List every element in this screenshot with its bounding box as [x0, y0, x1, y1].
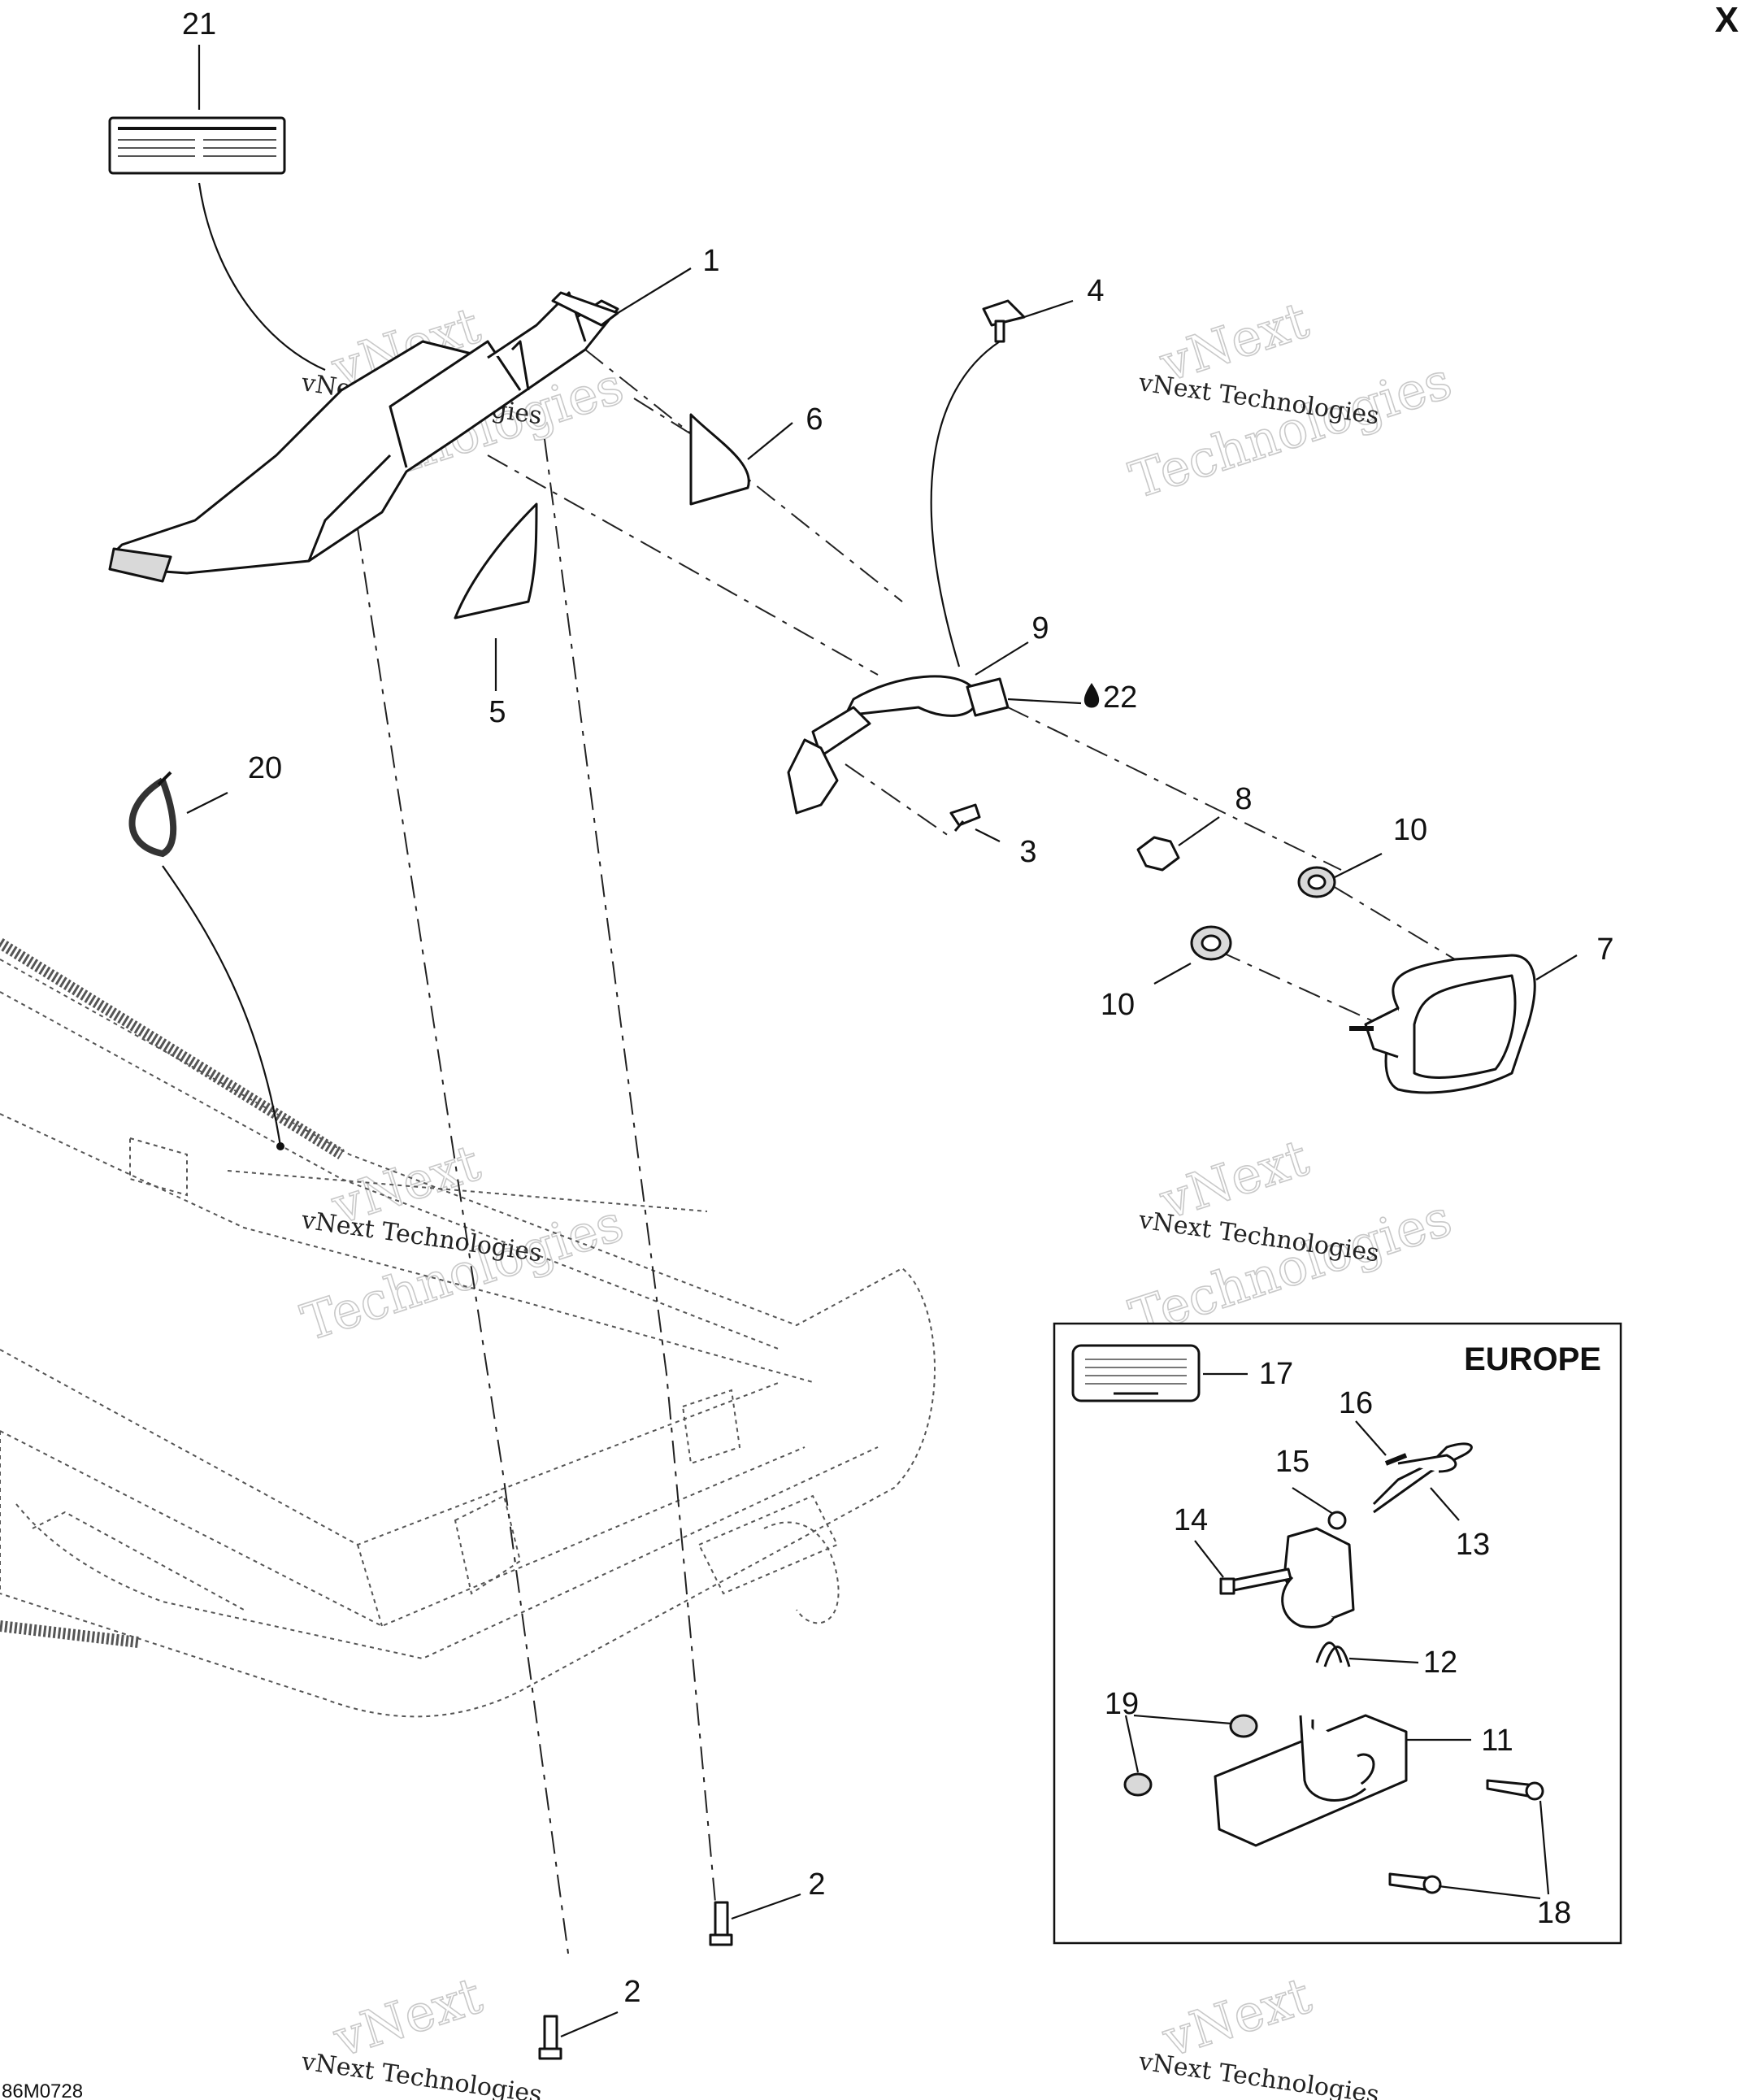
callout-19: 19 — [1105, 1687, 1139, 1721]
screw-3-icon — [949, 803, 981, 832]
bolt-14-icon — [1219, 1567, 1292, 1595]
callout-18: 18 — [1537, 1896, 1571, 1930]
callout-15: 15 — [1275, 1445, 1309, 1479]
callout-16: 16 — [1339, 1386, 1373, 1420]
taillight-7-icon — [1349, 954, 1536, 1094]
callout-17: 17 — [1259, 1357, 1293, 1391]
callout-13: 13 — [1456, 1528, 1490, 1562]
connector-4-icon — [982, 299, 1026, 343]
callout-5: 5 — [489, 695, 506, 729]
callout-10-top: 10 — [1393, 813, 1427, 847]
bolt-18-bottom-icon — [1388, 1872, 1442, 1894]
svg-text:vNext Technologies: vNext Technologies — [1136, 2047, 1381, 2100]
europe-label: EUROPE — [1464, 1341, 1601, 1377]
grommet-10-top-icon — [1297, 866, 1336, 898]
callout-9: 9 — [1031, 611, 1049, 646]
drawing-code: 86M0728 — [2, 2080, 83, 2100]
reflector-5-icon — [454, 502, 538, 620]
leader-lines — [162, 45, 1578, 2038]
decal-21-icon — [108, 116, 286, 175]
oil-drop-icon — [1083, 683, 1100, 708]
washer-19-bottom-icon — [1123, 1772, 1153, 1797]
grommet-10-bottom-icon — [1190, 925, 1232, 961]
assembly-lines — [357, 349, 1456, 1960]
callout-10-bottom: 10 — [1101, 988, 1135, 1022]
callout-20: 20 — [248, 751, 282, 785]
reflector-6-icon — [689, 413, 750, 506]
callout-4: 4 — [1087, 274, 1104, 308]
callout-11: 11 — [1481, 1724, 1513, 1758]
callout-22: 22 — [1103, 680, 1137, 715]
inset-leader-lines — [1124, 1372, 1550, 1900]
close-button[interactable]: X — [1714, 0, 1739, 40]
bolt-18-top-icon — [1486, 1779, 1544, 1801]
bulb-8-icon — [1136, 836, 1180, 872]
watermark-bottom: vNext vNext vNext Technologies vNext Tec… — [299, 1965, 1381, 2100]
hitch-pin-13-icon — [1372, 1442, 1473, 1514]
callout-14: 14 — [1174, 1503, 1208, 1537]
callout-3: 3 — [1019, 835, 1036, 869]
callout-2-left: 2 — [623, 1975, 641, 2009]
bolt-2-left-icon — [538, 2015, 562, 2060]
svg-text:vNext Technologies: vNext Technologies — [299, 2047, 544, 2100]
washer-15-icon — [1327, 1511, 1347, 1530]
strap-20-icon — [128, 771, 177, 858]
callout-labels: 21 1 4 6 5 9 22 20 8 3 10 7 10 17 16 15 … — [182, 7, 1614, 2009]
callout-2-right: 2 — [808, 1867, 825, 1902]
callout-1: 1 — [702, 244, 719, 278]
hitch-11-icon — [1214, 1714, 1408, 1847]
warning-plate-17-icon — [1071, 1344, 1201, 1402]
washer-19-top-icon — [1229, 1714, 1258, 1738]
hitch-bracket-icon — [1281, 1527, 1355, 1628]
rear-bumper-1-icon — [108, 291, 619, 583]
europe-inset-panel: EUROPE — [1053, 1322, 1622, 1945]
callout-12: 12 — [1423, 1646, 1457, 1680]
callout-7: 7 — [1596, 933, 1613, 967]
callout-21: 21 — [182, 7, 216, 41]
wiring-harness-9-icon — [787, 341, 1010, 815]
vehicle-frame-outline — [0, 959, 936, 1718]
bolt-2-right-icon — [709, 1901, 733, 1946]
callout-8: 8 — [1235, 782, 1252, 816]
callout-6: 6 — [806, 402, 823, 437]
clip-12-icon — [1315, 1641, 1351, 1667]
frame-rail-hatched — [0, 938, 345, 1648]
pin-16-icon — [1384, 1453, 1408, 1466]
